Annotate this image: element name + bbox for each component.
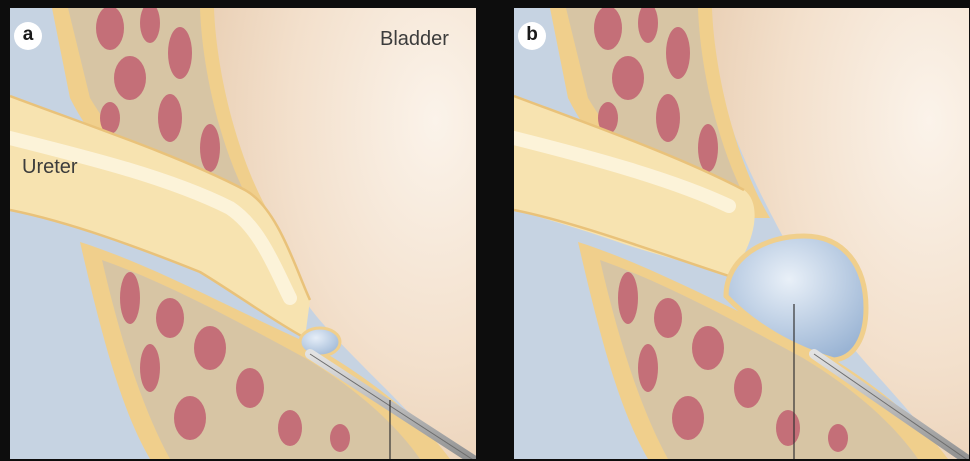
muscle-fiber xyxy=(672,396,704,440)
muscle-fiber xyxy=(156,298,184,338)
panel-b-letter: b xyxy=(518,22,546,50)
panel-b xyxy=(514,8,969,459)
muscle-fiber xyxy=(656,94,680,142)
muscle-fiber xyxy=(168,27,192,79)
muscle-fiber xyxy=(96,8,124,50)
muscle-fiber xyxy=(638,344,658,392)
muscle-fiber xyxy=(594,8,622,50)
muscle-fiber xyxy=(330,424,350,452)
muscle-fiber xyxy=(278,410,302,446)
muscle-fiber xyxy=(140,344,160,392)
bladder-label: Bladder xyxy=(380,28,449,51)
muscle-fiber xyxy=(618,272,638,324)
muscle-fiber xyxy=(174,396,206,440)
panel-a-letter: a xyxy=(14,22,42,50)
muscle-fiber xyxy=(692,326,724,370)
panel-b-illustration xyxy=(514,8,969,459)
muscle-fiber xyxy=(734,368,762,408)
muscle-fiber xyxy=(828,424,848,452)
muscle-fiber xyxy=(114,56,146,100)
panel-a-illustration xyxy=(10,8,476,459)
muscle-fiber xyxy=(776,410,800,446)
muscle-fiber xyxy=(654,298,682,338)
muscle-fiber xyxy=(158,94,182,142)
muscle-fiber xyxy=(200,124,220,172)
muscle-fiber xyxy=(698,124,718,172)
panel-a xyxy=(10,8,476,459)
ureter-label: Ureter xyxy=(22,156,78,179)
muscle-fiber xyxy=(120,272,140,324)
muscle-fiber xyxy=(236,368,264,408)
muscle-fiber xyxy=(612,56,644,100)
muscle-fiber xyxy=(666,27,690,79)
muscle-fiber xyxy=(194,326,226,370)
